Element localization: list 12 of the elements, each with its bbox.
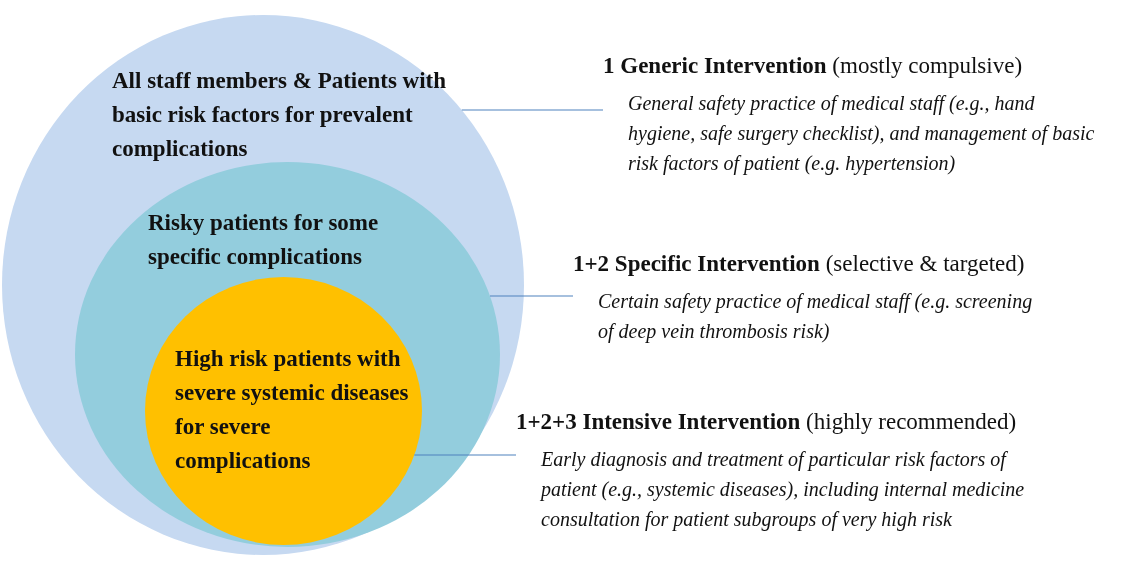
leader-line: [489, 295, 574, 297]
intervention-description: General safety practice of medical staff (e.g., hand hygiene, safe surgery checklist), and management of basic risk factors of patient (e.g. hypertension): [628, 91, 1096, 177]
leader-line: [461, 109, 604, 111]
intervention-heading: 1+2+3 Intensive Intervention (highly recommended): [516, 408, 1018, 436]
group-label: Risky patients for some specific complications: [148, 209, 380, 271]
intervention-description: Early diagnosis and treatment of particular risk factors of patient (e.g., systemic diseases), including internal medicine consultation for patient subgroups of very high risk: [541, 447, 1026, 533]
leader-line: [413, 454, 517, 456]
group-label: High risk patients with severe systemic diseases for severe complications: [175, 345, 410, 475]
intervention-heading: 1+2 Specific Intervention (selective & targeted): [573, 250, 1026, 278]
intervention-description: Certain safety practice of medical staff (e.g. screening of deep vein thrombosis risk): [598, 289, 1034, 345]
intervention-heading: 1 Generic Intervention (mostly compulsive): [603, 52, 1024, 80]
group-label: All staff members & Patients with basic risk factors for prevalent complications: [112, 67, 448, 163]
